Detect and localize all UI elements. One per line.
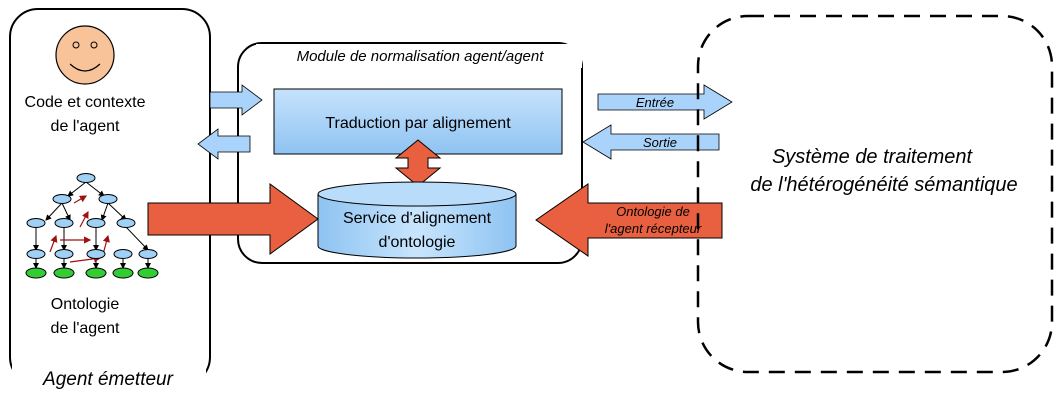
service-cylinder: Service d'alignement d'ontologie <box>317 181 517 259</box>
system-label-line2: de l'hétérogénéité sémantique <box>750 174 1017 196</box>
code-context-label-line2: de l'agent <box>51 118 120 135</box>
smiley-face-icon <box>55 25 115 85</box>
ontology-label-line1: Ontologie <box>51 296 120 313</box>
service-label-line1: Service d'alignement <box>343 210 492 227</box>
arrow-into-module <box>209 84 263 116</box>
ontology-tree-icon <box>25 173 159 279</box>
sortie-label: Sortie <box>643 135 677 150</box>
module-panel: Module de normalisation agent/agent Trad… <box>237 42 583 264</box>
arrow-out-of-module <box>197 128 251 160</box>
onto-recepteur-arrow: Ontologie de l'agent récepteur <box>535 183 723 257</box>
agent-emetteur-title: Agent émetteur <box>42 369 174 390</box>
code-context-label-line1: Code et contexte <box>25 94 146 111</box>
ontology-to-service-arrow <box>147 183 319 255</box>
onto-recepteur-label-line2: l'agent récepteur <box>605 221 702 236</box>
onto-recepteur-label-line1: Ontologie de <box>616 204 690 219</box>
entree-arrow: Entrée <box>597 84 733 120</box>
entree-label: Entrée <box>636 95 674 110</box>
system-label-line1: Système de traitement <box>772 146 974 168</box>
agent-emetteur-panel: Code et contexte de l'agent <box>9 8 211 391</box>
sortie-arrow: Sortie <box>582 124 720 160</box>
ontology-label-line2: de l'agent <box>51 320 120 337</box>
module-title: Module de normalisation agent/agent <box>297 48 545 65</box>
system-panel: Système de traitement de l'hétérogénéité… <box>696 14 1054 374</box>
service-label-line2: d'ontologie <box>379 234 456 251</box>
translation-box-label: Traduction par alignement <box>325 115 511 132</box>
